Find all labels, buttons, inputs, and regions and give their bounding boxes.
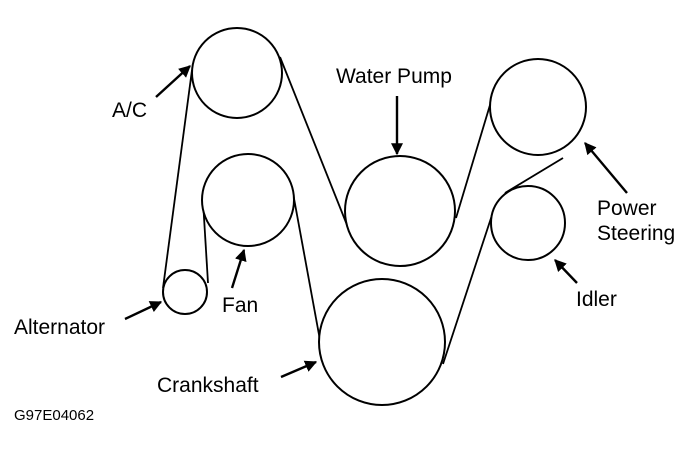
belt-segment-water-pump-to-power-steering (455, 94, 494, 219)
idler-leader-arrow (554, 259, 578, 284)
power-steering-pulley (489, 58, 587, 156)
alternator-pulley (162, 269, 208, 315)
crankshaft-pulley (318, 278, 446, 406)
idler-label: Idler (576, 288, 617, 311)
fan-pulley (201, 153, 295, 247)
water-pump-label: Water Pump (336, 65, 452, 88)
belt-segment-ac-to-water-pump (279, 56, 350, 231)
fan-leader-arrow (230, 248, 247, 289)
idler-pulley (490, 185, 566, 261)
ac-label: A/C (112, 99, 147, 122)
power-steering-label-line1: Power (597, 197, 657, 220)
alternator-label: Alternator (14, 316, 105, 339)
fan-label: Fan (222, 294, 258, 317)
belt-segment-crankshaft-to-fan (292, 192, 323, 352)
figure-id: G97E04062 (14, 407, 94, 424)
power-steering-leader-arrow (584, 142, 628, 194)
water-pump-pulley (344, 155, 456, 267)
ac-pulley (191, 27, 283, 119)
crankshaft-leader-arrow (280, 360, 318, 379)
crankshaft-label: Crankshaft (157, 374, 259, 397)
alternator-leader-arrow (124, 300, 163, 321)
belt-segment-alternator-to-ac (162, 69, 193, 289)
belt-segment-power-steering-to-idler (504, 157, 564, 194)
power-steering-label-line2: Steering (597, 222, 675, 245)
belt-segment-idler-to-crankshaft (442, 208, 495, 365)
ac-leader-arrow (155, 65, 191, 98)
